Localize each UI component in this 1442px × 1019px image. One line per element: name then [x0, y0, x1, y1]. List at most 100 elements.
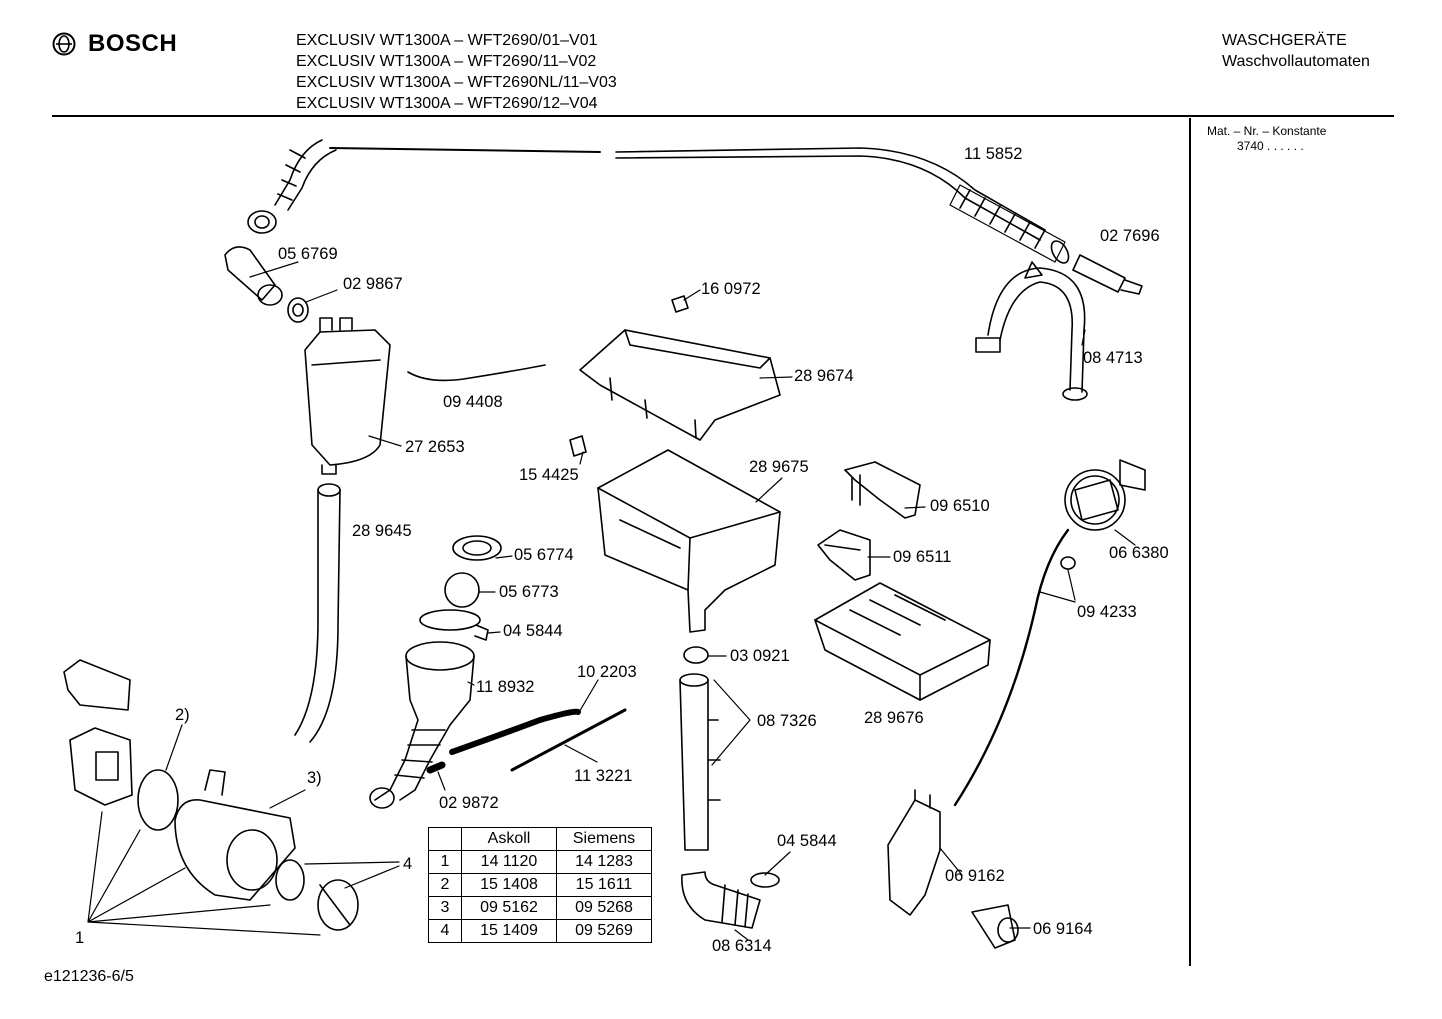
model-line: EXCLUSIV WT1300A – WFT2690/12–V04 [296, 95, 598, 112]
table-cell: 15 1408 [461, 873, 557, 897]
table-cell: 15 1611 [556, 873, 652, 897]
part-number-label: 06 9164 [1033, 920, 1093, 938]
flap-part [844, 461, 921, 519]
table-header-cell: Askoll [461, 827, 557, 851]
part-number-label: 15 4425 [519, 466, 579, 484]
connector-part [569, 435, 587, 457]
dispenser-frame-part [579, 329, 781, 441]
material-number-label: Mat. – Nr. – Konstante [1207, 124, 1327, 138]
model-line: EXCLUSIV WT1300A – WFT2690/01–V01 [296, 32, 598, 49]
part-number-label: 05 6769 [278, 245, 338, 263]
part-number-label: 11 3221 [574, 767, 633, 785]
table-row: 1 14 1120 14 1283 [428, 850, 652, 874]
part-number-label: 06 6380 [1109, 544, 1169, 562]
material-number-value: 3740 . . . . . . [1237, 139, 1304, 153]
material-number-block: Mat. – Nr. – Konstante 3740 . . . . . . [1207, 124, 1326, 154]
part-number-label: 3) [307, 769, 322, 787]
part-number-label: 28 9676 [864, 709, 924, 727]
table-row: 4 15 1409 09 5269 [428, 919, 652, 943]
seal-cap-part [452, 535, 502, 561]
part-number-label: 28 9645 [352, 522, 412, 540]
brand-logo: BOSCH [52, 30, 177, 58]
part-number-label: 1 [75, 929, 85, 947]
part-number-label: 09 6510 [930, 497, 990, 515]
pump-housing-part [174, 769, 296, 901]
table-cell: 14 1283 [556, 850, 652, 874]
filter-seal-part [275, 859, 305, 901]
flap-part [817, 529, 871, 581]
hose-plug-part [1072, 254, 1143, 295]
hose-liner-part [510, 708, 627, 772]
dispenser-drawer-part [814, 582, 991, 701]
elbow-part [224, 246, 283, 306]
filter-plug-part [317, 879, 359, 931]
part-number-label: 16 0972 [701, 280, 761, 298]
table-cell: 09 5269 [556, 919, 652, 943]
table-cell: 09 5162 [461, 896, 557, 920]
part-number-label: 09 6511 [893, 548, 952, 566]
leader-lines [87, 261, 1136, 941]
drain-elbow-part [681, 871, 780, 929]
vent-tank-part [304, 317, 391, 475]
model-list: EXCLUSIV WT1300A – WFT2690/01–V01 EXCLUS… [296, 30, 617, 114]
part-number-label: 08 4713 [1083, 349, 1143, 367]
table-row: 2 15 1408 15 1611 [428, 873, 652, 897]
float-ball-part [444, 572, 480, 608]
vertical-hose-part [294, 483, 341, 743]
category-subtitle: Waschvollautomaten [1222, 53, 1370, 70]
part-number-label: 05 6773 [499, 583, 559, 601]
part-number-label: 10 2203 [577, 663, 637, 681]
mounting-bracket-part [887, 789, 941, 916]
standpipe-part [679, 646, 721, 851]
bellows-part [369, 641, 475, 809]
model-line: EXCLUSIV WT1300A – WFT2690/11–V02 [296, 53, 597, 70]
product-category: WASCHGERÄTE Waschvollautomaten [1222, 30, 1370, 72]
bosch-armature-icon [52, 32, 76, 56]
part-number-label: 02 7696 [1100, 227, 1160, 245]
small-hose-part [407, 364, 546, 382]
part-number-label: 11 5852 [964, 145, 1023, 163]
table-cell: 09 5268 [556, 896, 652, 920]
pressure-switch-part [1064, 459, 1146, 531]
part-number-label: 06 9162 [945, 867, 1005, 885]
table-header-row: Askoll Siemens [428, 827, 652, 851]
part-number-label: 09 4233 [1077, 603, 1137, 621]
hose-clamp-part [975, 261, 1088, 401]
table-cell: 15 1409 [461, 919, 557, 943]
part-number-label: 28 9674 [794, 367, 854, 385]
part-number-label: 08 7326 [757, 712, 817, 730]
table-header-cell [428, 827, 462, 851]
pump-seal-ring-part [137, 769, 179, 831]
part-number-label: 2) [175, 706, 190, 724]
document-code: e121236-6/5 [44, 968, 134, 985]
table-cell: 4 [428, 919, 462, 943]
table-cell: 2 [428, 873, 462, 897]
category-title: WASCHGERÄTE [1222, 32, 1347, 49]
pressure-hose-part [953, 528, 1070, 807]
part-number-label: 02 9872 [439, 794, 499, 812]
table-row: 3 09 5162 09 5268 [428, 896, 652, 920]
pump-cover-part [63, 659, 131, 711]
seal-ring-part [287, 297, 309, 323]
pump-motor-part [69, 727, 133, 806]
part-number-label: 03 0921 [730, 647, 790, 665]
clamp-ring-part [419, 609, 489, 641]
table-cell: 3 [428, 896, 462, 920]
part-number-label: 04 5844 [503, 622, 563, 640]
brand-name: BOSCH [88, 30, 178, 57]
plug-part [426, 761, 446, 774]
part-number-label: 11 8932 [476, 678, 535, 696]
small-cap-part [671, 295, 689, 313]
sidebar-divider [1189, 118, 1191, 966]
part-number-label: 05 6774 [514, 546, 574, 564]
part-number-label: 08 6314 [712, 937, 772, 955]
washer-part [1060, 556, 1076, 570]
part-number-label: 27 2653 [405, 438, 465, 456]
valve-part [971, 904, 1019, 949]
part-number-label: 02 9867 [343, 275, 403, 293]
rubber-hose-part [449, 708, 581, 755]
table-header-cell: Siemens [556, 827, 652, 851]
table-cell: 1 [428, 850, 462, 874]
dispenser-housing-part [597, 449, 781, 633]
